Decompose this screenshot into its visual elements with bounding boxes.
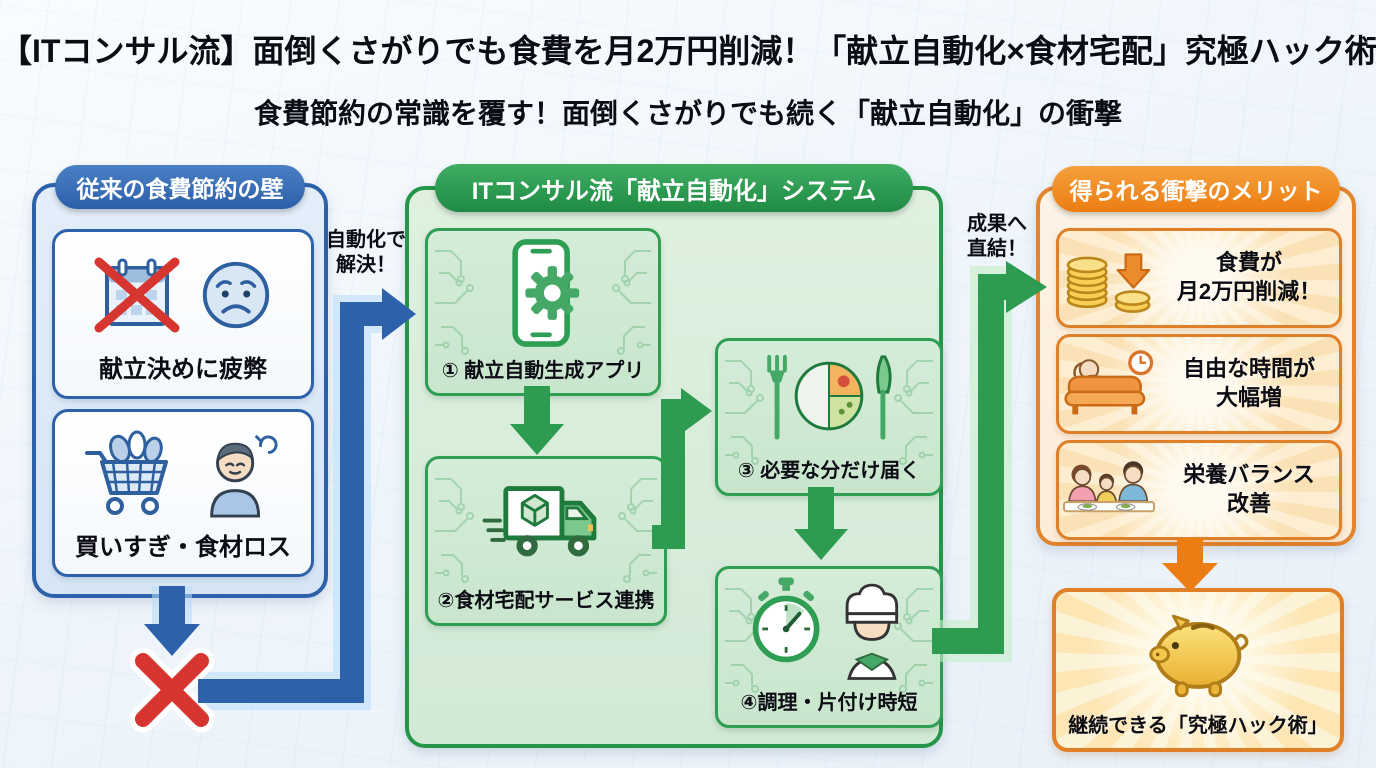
left-panel-header: 従来の食費節約の壁	[55, 165, 305, 209]
left-item-label: 買いすぎ・食材ロス	[75, 534, 291, 561]
benefit-line: 栄養バランス	[1183, 462, 1315, 488]
benefit-cost-reduction: 食費が 月2万円削減！	[1056, 228, 1342, 328]
left-item-label: 献立決めに疲弊	[99, 356, 267, 383]
step-label: ③ 必要な分だけ届く	[737, 460, 921, 482]
red-cross-icon	[129, 647, 215, 733]
delivery-truck-icon	[482, 485, 597, 556]
relax-sofa-clock-icon	[1064, 350, 1154, 415]
benefit-free-time: 自由な時間が 大幅増	[1056, 334, 1342, 434]
center-panel-header: ITコンサル流「献立自動化」システム	[435, 164, 913, 212]
step-menu-app: ① 献立自動生成アプリ	[425, 228, 661, 396]
benefit-line: 大幅増	[1215, 385, 1282, 410]
distressed-person-icon	[210, 434, 278, 518]
step-delivery-service: ②食材宅配サービス連携	[425, 456, 667, 626]
circuit-decoration	[605, 467, 659, 587]
step-right-amount: ③ 必要な分だけ届く	[715, 338, 943, 496]
benefit-line: 月2万円削減！	[1176, 279, 1322, 304]
step-label: ① 献立自動生成アプリ	[441, 360, 645, 382]
step-label: ②食材宅配サービス連携	[437, 590, 655, 612]
right-panel-header: 得られる衝撃のメリット	[1052, 166, 1340, 212]
page-subtitle: 食費節約の常識を覆す！面倒くさがりでも続く「献立自動化」の衝撃	[253, 98, 1122, 129]
left-item-menu-fatigue: 献立決めに疲弊	[52, 229, 314, 399]
family-meal-icon	[1062, 461, 1156, 513]
benefit-line: 改善	[1226, 491, 1271, 516]
phone-gear-icon	[512, 238, 580, 347]
crossed-calendar-icon	[94, 257, 180, 332]
left-item-overbuying: 買いすぎ・食材ロス	[52, 409, 314, 577]
overflowing-cart-icon	[85, 430, 168, 515]
circuit-decoration	[599, 239, 653, 359]
result-label: 継続できる「究極ハック術」	[1068, 715, 1328, 737]
piggy-bank-icon	[1149, 614, 1249, 697]
sad-face-icon	[202, 261, 270, 328]
center-panel-automation-system: ITコンサル流「献立自動化」システム ① 献立自動生成アプリ	[405, 164, 943, 748]
green-elbow-to-benefits	[932, 261, 1047, 654]
result-box-ultimate-hack: 継続できる「究極ハック術」	[1052, 588, 1344, 752]
coins-down-arrow-icon	[1066, 253, 1151, 313]
step-cooking-time: ④調理・片付け時短	[715, 566, 943, 728]
meal-plate-icon	[767, 354, 892, 440]
connector-label-results: 成果へ 直結！	[967, 213, 1027, 260]
benefit-line: 自由な時間が	[1182, 356, 1315, 382]
step-label: ④調理・片付け時短	[740, 692, 918, 714]
benefit-line: 食費が	[1215, 250, 1282, 276]
connector-label-automation: 自動化で 解決！	[326, 229, 406, 276]
benefit-nutrition: 栄養バランス 改善	[1056, 440, 1342, 540]
right-panel-benefits: 得られる衝撃のメリット 食費が 月2万円削減！	[1036, 166, 1356, 546]
left-panel-traditional-walls: 従来の食費節約の壁 献立決めに疲弊	[32, 165, 328, 598]
page-title: 【ITコンサル流】面倒くさがりでも食費を月2万円削減！「献立自動化×食材宅配」究…	[0, 33, 1376, 69]
circuit-decoration	[433, 239, 487, 359]
circuit-decoration	[433, 467, 487, 587]
orange-arrow-to-result	[1162, 538, 1218, 592]
stopwatch-chef-icon	[752, 576, 899, 680]
